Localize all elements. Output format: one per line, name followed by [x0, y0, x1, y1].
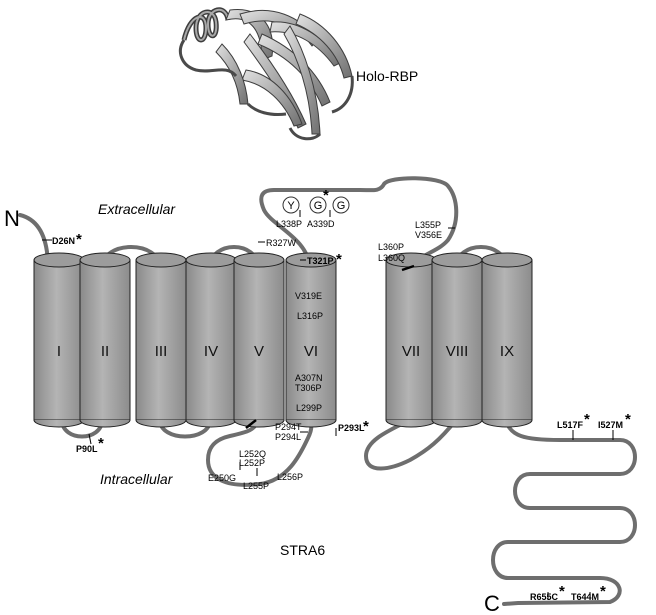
helix-vii: [385, 252, 437, 428]
helix-iii: [135, 252, 187, 428]
mutation-t306p: T306P: [295, 383, 322, 393]
helix-label-vii: VII: [402, 343, 420, 360]
mutation-l255p: L255P: [243, 481, 269, 491]
helix-label-v: V: [254, 343, 264, 360]
c-terminus-label: C: [484, 591, 500, 615]
helix-i: [33, 252, 85, 428]
mutation-r327w: R327W: [266, 238, 297, 248]
helix-label-viii: VIII: [446, 343, 469, 360]
n-terminus-label: N: [4, 206, 20, 231]
asterisk-a339d: *: [323, 187, 329, 204]
helix-label-ii: II: [101, 343, 109, 360]
asterisk-r655c: *: [559, 583, 565, 600]
mutation-p294l: P294L: [275, 432, 301, 442]
helix-ix: [481, 252, 533, 428]
mutation-v319e: V319E: [295, 291, 322, 301]
mutation-i527m: I527M: [598, 420, 623, 430]
extracellular-label: Extracellular: [98, 201, 176, 217]
holo-rbp-structure-graphic: [179, 7, 354, 141]
mutation-t321p: T321P: [307, 256, 334, 266]
mutation-l316p: L316P: [297, 311, 323, 321]
residue-g2: G: [337, 200, 346, 212]
mutation-l360q: L360Q: [378, 253, 405, 263]
mutation-p90l: P90L: [76, 444, 98, 454]
helix-v: [233, 252, 285, 428]
helix-viii: [431, 252, 483, 428]
residue-g1: G: [314, 200, 323, 212]
mutation-l338p: L338P: [276, 219, 302, 229]
helix-label-i: I: [57, 343, 61, 360]
mutation-l252q: L252Q: [239, 449, 266, 459]
mutation-d26n: D26N: [52, 236, 75, 246]
helix-label-vi: VI: [304, 343, 318, 360]
mutation-e250g: E250G: [208, 473, 236, 483]
helix-label-ix: IX: [500, 343, 514, 360]
helix-vi: [285, 252, 337, 428]
mutation-l256p: L256P: [277, 472, 303, 482]
helix-label-iii: III: [155, 343, 168, 360]
mutation-l252p: L252P: [239, 458, 265, 468]
asterisk-l517f: *: [584, 411, 590, 428]
asterisk-d26n: *: [76, 231, 82, 248]
mutation-r655c: R655C: [530, 592, 559, 602]
stra6-label: STRA6: [280, 542, 325, 558]
mutation-a339d: A339D: [307, 219, 335, 229]
asterisk-t321p: *: [336, 251, 342, 268]
mutation-ticks: [42, 210, 614, 600]
asterisk-t644m: *: [600, 583, 606, 600]
mutation-t644m: T644M: [571, 592, 599, 602]
intracellular-label: Intracellular: [100, 471, 174, 487]
mutation-l299p: L299P: [296, 403, 322, 413]
helix-label-iv: IV: [204, 343, 218, 360]
mutation-labels: D26N * P90L * R327W T321P * L338P A339D …: [52, 187, 631, 602]
ygg-motif: Y G G: [282, 196, 350, 214]
mutation-a307n: A307N: [295, 373, 323, 383]
mutation-l360p: L360P: [378, 242, 404, 252]
mutation-l517f: L517F: [557, 420, 584, 430]
asterisk-i527m: *: [625, 411, 631, 428]
mutation-v356e: V356E: [415, 230, 442, 240]
mutation-p294t: P294T: [275, 422, 302, 432]
helix-ii: [79, 252, 131, 428]
mutation-l355p: L355P: [415, 220, 441, 230]
asterisk-p90l: *: [98, 435, 104, 452]
holo-rbp-label: Holo-RBP: [356, 68, 418, 84]
asterisk-p293l: *: [363, 418, 369, 435]
residue-y: Y: [287, 200, 295, 212]
helix-group: [33, 252, 533, 428]
helix-iv: [185, 252, 237, 428]
mutation-p293l: P293L: [338, 423, 365, 433]
